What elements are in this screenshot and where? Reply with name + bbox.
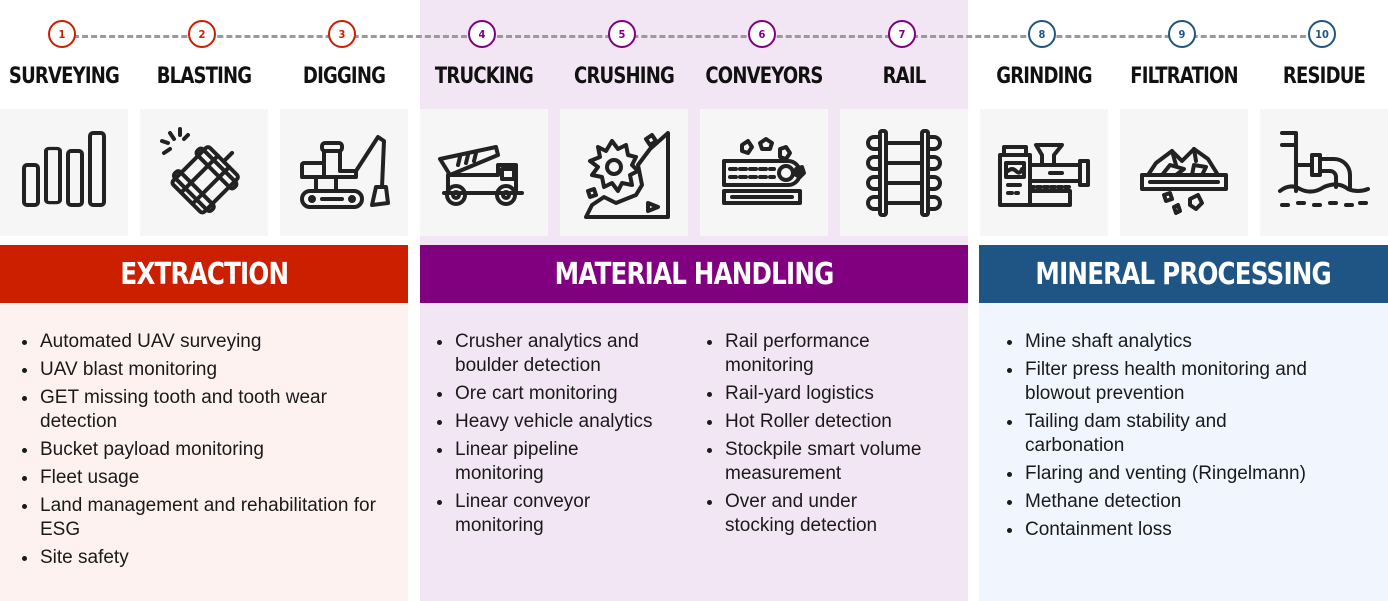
step-number-badge: 6 [748, 20, 776, 48]
list-item: Linear pipeline monitoring [437, 438, 615, 486]
list-item: Mine shaft analytics [1007, 330, 1388, 354]
extraction-title: EXTRACTION [120, 256, 289, 292]
material-handling-list-col1: Crusher analytics and boulder detection … [435, 330, 695, 542]
step-number-badge: 7 [888, 20, 916, 48]
step-connector-line [64, 35, 1324, 38]
step-label: TRUCKING [434, 64, 534, 89]
step-label: FILTRATION [1130, 64, 1238, 89]
material-handling-list-col2: Rail performance monitoring Rail-yard lo… [705, 330, 985, 542]
mineral-processing-title: MINERAL PROCESSING [1035, 256, 1332, 292]
list-item: Methane detection [1007, 490, 1388, 514]
excavator-icon [280, 109, 408, 236]
list-item: Linear conveyor monitoring [437, 490, 625, 538]
list-item: GET missing tooth and tooth wear detecti… [22, 386, 380, 434]
list-item: Bucket payload monitoring [22, 438, 420, 462]
list-item: Stockpile smart volume measurement [707, 438, 965, 486]
list-item: Rail performance monitoring [707, 330, 895, 378]
list-item: Fleet usage [22, 466, 420, 490]
step-number-badge: 5 [608, 20, 636, 48]
list-item: Filter press health monitoring and blowo… [1007, 358, 1355, 406]
material-handling-header: MATERIAL HANDLING [420, 245, 968, 303]
step-label: SURVEYING [8, 64, 120, 89]
step-number-badge: 9 [1168, 20, 1196, 48]
mineral-processing-list: Mine shaft analytics Filter press health… [1005, 330, 1388, 546]
list-item: Automated UAV surveying [22, 330, 420, 354]
rail-track-icon [840, 109, 968, 236]
mineral-processing-header: MINERAL PROCESSING [979, 245, 1388, 303]
list-item: Land management and rehabilitation for E… [22, 494, 400, 542]
list-item: UAV blast monitoring [22, 358, 420, 382]
step-number-badge: 10 [1308, 20, 1336, 48]
conveyor-belt-icon [700, 109, 828, 236]
step-number-badge: 4 [468, 20, 496, 48]
step-number-badge: 8 [1028, 20, 1056, 48]
bar-chart-icon [0, 109, 128, 236]
step-label: RAIL [882, 64, 927, 89]
extraction-panel [0, 303, 408, 601]
list-item: Heavy vehicle analytics [437, 410, 695, 434]
filtration-sieve-icon [1120, 109, 1248, 236]
step-label: RESIDUE [1282, 64, 1366, 89]
grinding-machine-icon [980, 109, 1108, 236]
list-item: Crusher analytics and boulder detection [437, 330, 675, 378]
mineral-processing-panel [979, 303, 1388, 601]
list-item: Rail-yard logistics [707, 382, 985, 406]
step-label: CRUSHING [574, 64, 675, 89]
step-number-badge: 3 [328, 20, 356, 48]
step-label: DIGGING [302, 64, 386, 89]
step-number-badge: 1 [48, 20, 76, 48]
dump-truck-icon [420, 109, 548, 236]
residue-pipe-icon [1260, 109, 1388, 236]
list-item: Site safety [22, 546, 420, 570]
step-label: GRINDING [996, 64, 1092, 89]
extraction-list: Automated UAV surveying UAV blast monito… [20, 330, 420, 574]
list-item: Over and under stocking detection [707, 490, 905, 538]
crusher-gear-icon [560, 109, 688, 236]
list-item: Ore cart monitoring [437, 382, 695, 406]
list-item: Containment loss [1007, 518, 1388, 542]
extraction-header: EXTRACTION [0, 245, 408, 303]
dynamite-icon [140, 109, 268, 236]
list-item: Flaring and venting (Ringelmann) [1007, 462, 1388, 486]
material-handling-panel [420, 303, 968, 601]
list-item: Hot Roller detection [707, 410, 985, 434]
step-number-badge: 2 [188, 20, 216, 48]
step-label: BLASTING [156, 64, 252, 89]
material-handling-title: MATERIAL HANDLING [554, 256, 835, 292]
list-item: Tailing dam stability and carbonation [1007, 410, 1265, 458]
step-label: CONVEYORS [705, 64, 823, 89]
